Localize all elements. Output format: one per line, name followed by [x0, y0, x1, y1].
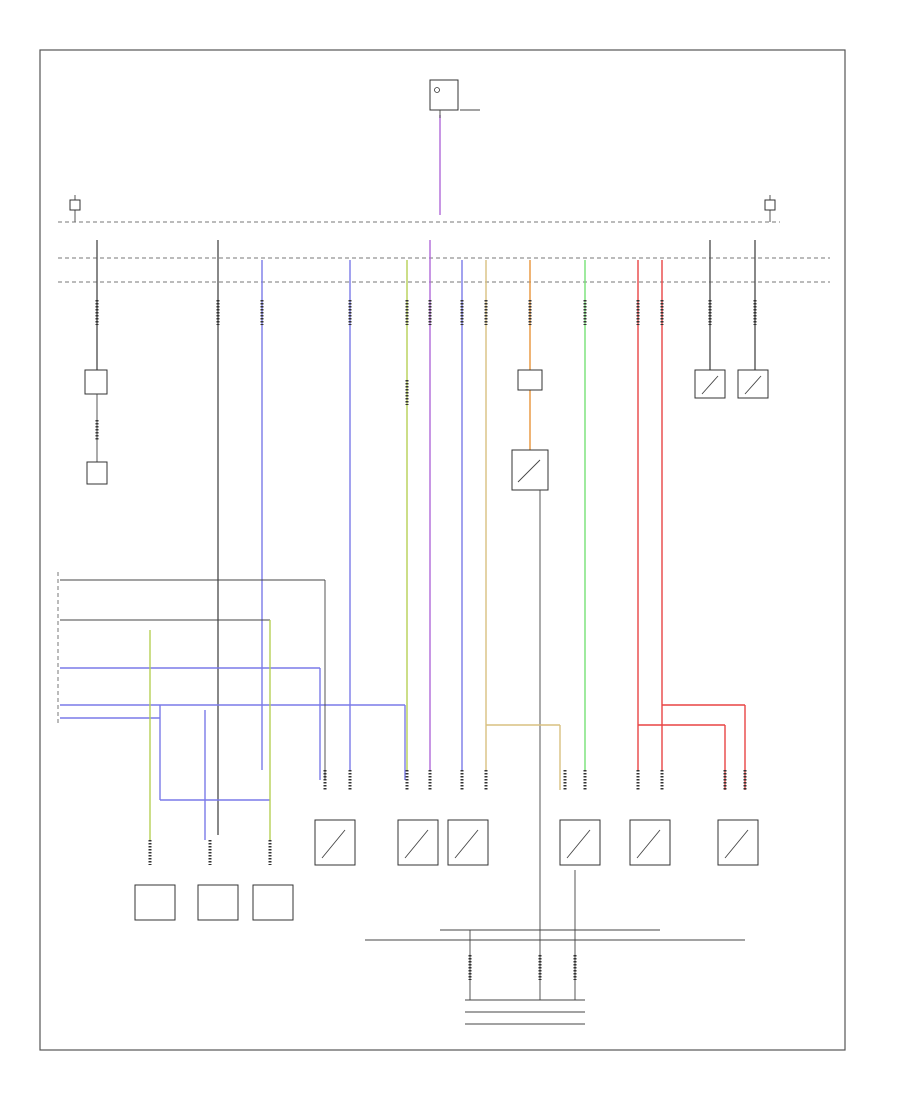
- relay-block: [57, 572, 405, 725]
- switch-rr: [314, 770, 356, 866]
- top-fuse-block: [429, 79, 480, 111]
- unlock-switch: [511, 449, 549, 1000]
- connector-marks: [95, 300, 757, 440]
- right-fuse: [764, 195, 776, 222]
- actuator-left-rear: [134, 840, 176, 921]
- diagram-frame: [39, 49, 846, 1051]
- switch-lr: [397, 770, 439, 866]
- switch-rf: [486, 724, 601, 866]
- actuator-right-rear: [197, 840, 239, 921]
- switch-lf: [447, 770, 489, 866]
- actuator-back: [252, 840, 294, 921]
- module-left: [717, 770, 759, 866]
- left-fuse: [69, 195, 81, 222]
- door-lock-switches-right: [694, 369, 769, 399]
- actuator-routing: [149, 580, 406, 840]
- ground-bus: [365, 870, 745, 1025]
- door-lock-switch: [84, 369, 108, 485]
- harness-wires: [96, 240, 756, 835]
- key-switch: [517, 369, 543, 391]
- module-right: [629, 704, 746, 866]
